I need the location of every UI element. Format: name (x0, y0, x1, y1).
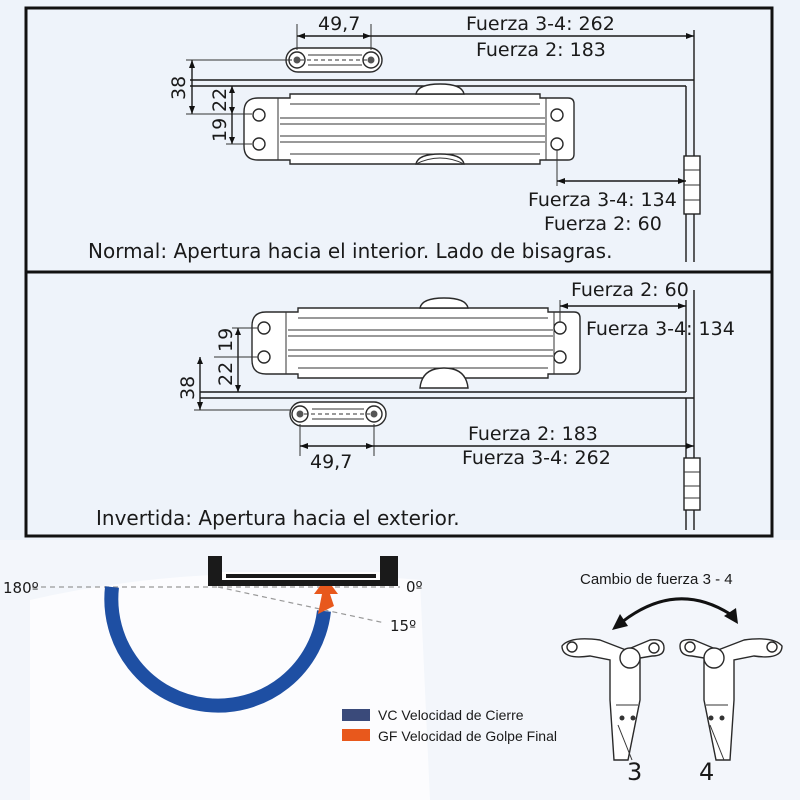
dim-v-inv-19: 19 (215, 328, 237, 352)
dim-long-inv-2: Fuerza 3-4: 262 (462, 447, 611, 469)
force-change-title: Cambio de fuerza 3 - 4 (580, 571, 733, 588)
dim-long-inv-1: Fuerza 2: 183 (468, 423, 598, 445)
latch-speed-arrow (314, 578, 338, 614)
label-position-3: 3 (627, 758, 642, 786)
dim-bracket-width-inv: 49,7 (310, 451, 352, 473)
dim-v-38: 38 (168, 76, 190, 100)
dim-long-1: Fuerza 3-4: 262 (466, 13, 615, 35)
dim-short-1: Fuerza 3-4: 134 (528, 189, 677, 211)
mounting-bracket (285, 47, 383, 73)
legend-swatch-vc (342, 709, 370, 721)
angle-180: 180º (3, 579, 39, 597)
closing-speed-arc (104, 586, 331, 713)
legend-label-vc: VC Velocidad de Cierre (378, 707, 524, 723)
dim-short-inv-1: Fuerza 2: 60 (571, 279, 689, 301)
label-position-4: 4 (699, 758, 714, 786)
dim-long-2: Fuerza 2: 183 (476, 39, 606, 61)
dim-short-inv-2: Fuerza 3-4: 134 (586, 318, 735, 340)
dim-v-inv-22: 22 (215, 362, 237, 386)
dim-v-19: 19 (209, 118, 231, 142)
force-change-diagram: Cambio de fuerza 3 - 4 3 4 (561, 571, 783, 786)
dim-bracket-width: 49,7 (318, 13, 360, 35)
angle-0: 0º (406, 578, 423, 596)
dim-short-2: Fuerza 2: 60 (544, 213, 662, 235)
hinge-inverted (683, 457, 701, 511)
arm-position-4 (679, 638, 783, 761)
dim-v-inv-38: 38 (177, 376, 199, 400)
closer-body-inverted (251, 297, 581, 389)
legend-label-gf: GF Velocidad de Golpe Final (378, 728, 557, 744)
closer-body (243, 83, 575, 165)
panel-normal: 49,7 Fuerza 3-4: 262 Fuerza 2: 183 (24, 6, 774, 274)
caption-normal: Normal: Apertura hacia el interior. Lado… (88, 239, 612, 263)
arm-position-3 (561, 638, 665, 761)
dim-v-22: 22 (209, 88, 231, 112)
panel-inverted: Fuerza 2: 60 Fuerza 3-4: 134 19 22 38 49… (24, 270, 774, 538)
angle-15: 15º (390, 617, 416, 635)
mounting-bracket-inverted (289, 401, 387, 427)
caption-inverted: Invertida: Apertura hacia el exterior. (96, 506, 460, 530)
closing-speed-diagram: 180º 0º 15º VC Velocidad de Cierre GF Ve… (3, 556, 557, 744)
legend-swatch-gf (342, 729, 370, 741)
